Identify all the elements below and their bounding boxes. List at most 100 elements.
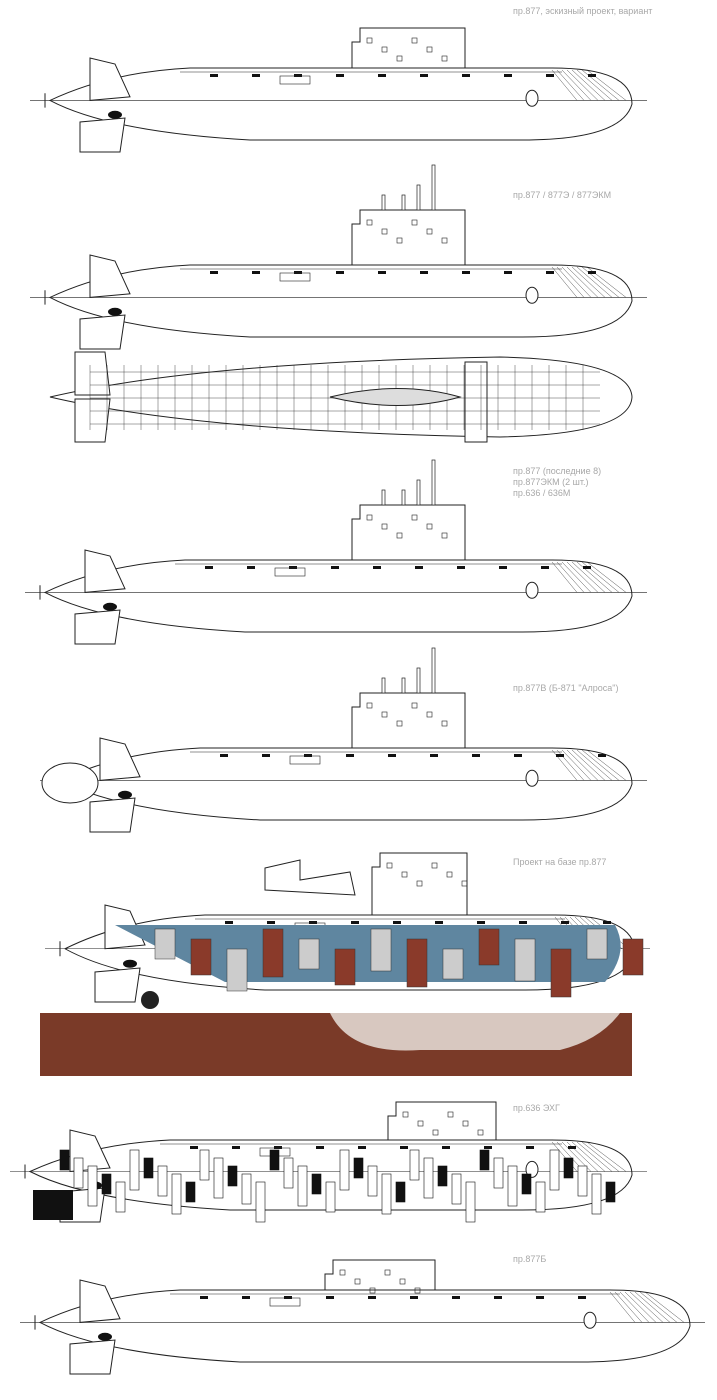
hydroplane [108,110,122,119]
mini-sub-rig [264,859,356,896]
compartment-detail [521,1173,532,1195]
compartment-detail [241,1173,252,1205]
deck-fitting [200,1296,208,1299]
sail-hatch [411,514,418,521]
sail-hatch [369,1287,376,1294]
compartment-detail [227,1165,238,1187]
compartment-detail [577,1165,588,1197]
bow-rib [551,266,578,298]
deck-hatch [279,272,311,282]
mast [381,677,386,694]
deck-hatch [274,567,306,577]
deck-fitting [316,1146,324,1149]
hull [48,67,633,141]
sail-hatch [366,37,373,44]
bow-rib [639,1291,678,1323]
deck-fitting [267,921,275,924]
deck-fitting [420,74,428,77]
compartment-detail [507,1165,518,1207]
bow-rib [586,749,627,781]
upper-rudder [89,57,131,101]
deck-fitting [358,1146,366,1149]
mast [416,184,421,211]
hull [48,264,633,338]
anchor-recess [525,581,539,599]
compartment-detail [311,1173,322,1195]
compartment-detail [535,1181,546,1213]
deck-fitting [430,754,438,757]
sail-hatch [354,1278,361,1285]
compartment-detail [367,1165,378,1197]
hydroplane [103,602,117,611]
bow-rib [571,749,606,781]
deck-fitting [210,74,218,77]
compartment-detail [395,1181,406,1203]
sail-hatch [417,1120,424,1127]
bow-rib [561,561,592,593]
deck-fitting [252,74,260,77]
bow-rib [551,69,578,101]
sail-hatch [426,46,433,53]
lower-rudder [79,314,126,350]
compartment-equipment [262,928,284,978]
deck-fitting [252,271,260,274]
upper-rudder [84,549,126,593]
label-variant-2: пр.877 / 877Э / 877ЭКМ [513,190,612,200]
deck-fitting [205,566,213,569]
label-variant-4: пр.877В (Б-871 "Алроса") [513,683,619,693]
deck-fitting [462,74,470,77]
deck-fitting [232,1146,240,1149]
deck-fitting [247,566,255,569]
label-variant-6: пр.636 ЭХГ [513,1103,560,1113]
compartment-equipment [478,928,500,966]
sail-plan [329,388,462,406]
sail-hatch [461,880,468,887]
bow-rib [576,69,613,101]
hull [58,747,633,821]
compartment-detail [479,1149,490,1171]
bow-rib [571,266,606,298]
sail-hatch [441,532,448,539]
label-variant-1: пр.877, эскизный проект, вариант [513,6,653,16]
deck-fitting [373,566,381,569]
lower-rudder [94,967,141,1003]
lower-rudder [69,1339,116,1375]
compartment-detail [353,1157,364,1179]
deck-fitting [499,566,507,569]
deck-fitting [309,921,317,924]
compartment-detail [339,1149,350,1191]
deck-hatch [289,755,321,765]
compartment-detail [269,1149,280,1171]
upper-rudder [79,1279,121,1323]
anchor-recess [583,1311,597,1329]
compartment-detail [451,1173,462,1205]
compartment-detail [297,1165,308,1207]
compartment-equipment [154,928,176,960]
sail-hatch [402,1111,409,1118]
sail-hatch [399,1278,406,1285]
lower-rudder [89,797,136,833]
deck-fitting [526,1146,534,1149]
sail-hatch [477,1129,484,1136]
mast [431,164,436,211]
sail-hatch [441,720,448,727]
upper-rudder [89,254,131,298]
stern-section-dark [33,1190,73,1220]
compartment-equipment [514,938,536,982]
deck-fitting [568,1146,576,1149]
sail-hatch [441,55,448,62]
deck-fitting [435,921,443,924]
deck-fitting [289,566,297,569]
compartment-detail [591,1173,602,1215]
deck-fitting [225,921,233,924]
deck-fitting [210,271,218,274]
compartment-detail [143,1157,154,1179]
stern-planes [74,351,111,443]
deck-fitting [351,921,359,924]
sail-hatch [366,702,373,709]
anchor-recess [525,769,539,787]
compartment-equipment [406,938,428,988]
compartment-detail [87,1165,98,1207]
compartment-detail [101,1173,112,1195]
sail-hatch [411,219,418,226]
